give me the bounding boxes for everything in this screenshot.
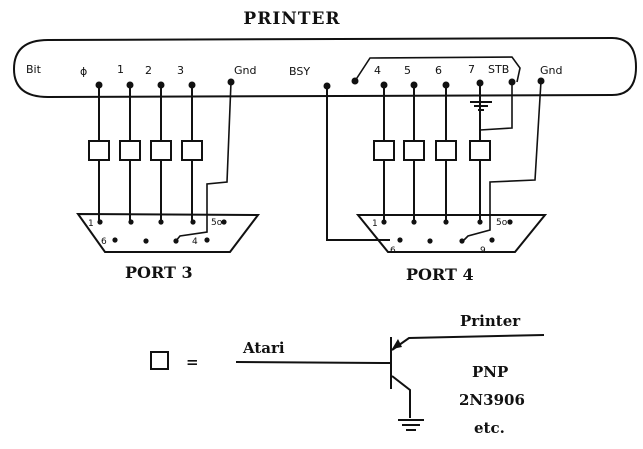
pin-label-4: 4 bbox=[374, 64, 381, 77]
port4-label: PORT 4 bbox=[406, 265, 474, 284]
printer-connector-body bbox=[12, 36, 638, 99]
port3-pin-4: 4 bbox=[192, 237, 198, 247]
legend-equals: = bbox=[186, 353, 199, 371]
pin-label-6: 6 bbox=[435, 64, 442, 77]
legend-atari-label: Atari bbox=[242, 339, 285, 357]
printer-pin-dots bbox=[95, 77, 545, 90]
pnp-transistor-symbol bbox=[390, 334, 545, 431]
port4-pin-9: 9 bbox=[480, 246, 486, 256]
pin-label-stb: STB bbox=[488, 63, 509, 76]
port4-pin-5: 5o bbox=[496, 218, 508, 228]
pin-label-gnd-right: Gnd bbox=[540, 64, 562, 77]
port4-connector bbox=[355, 214, 548, 253]
port3-connector-pins bbox=[97, 219, 227, 244]
bit-label: Bit bbox=[26, 63, 42, 76]
pin-label-2: 2 bbox=[145, 64, 152, 77]
pin-label-phi: ϕ bbox=[80, 65, 87, 78]
port3-pin-1: 1 bbox=[88, 219, 94, 229]
port3-pin-6: 6 bbox=[101, 237, 107, 247]
legend-printer-label: Printer bbox=[460, 312, 521, 330]
port4-pin-6: 6 bbox=[390, 246, 396, 256]
ground-symbol-pin7 bbox=[470, 85, 492, 111]
port3-transistor-boxes bbox=[88, 140, 203, 161]
pin-label-3: 3 bbox=[177, 64, 184, 77]
legend-atari-wire bbox=[235, 361, 391, 364]
port4-connector-pins bbox=[381, 219, 513, 244]
legend-pnp-label: PNP bbox=[472, 363, 508, 381]
printer-title: PRINTER bbox=[243, 9, 340, 29]
pin-label-1: 1 bbox=[117, 63, 124, 76]
port3-pin-5: 5o bbox=[211, 218, 223, 228]
port3-connector bbox=[76, 212, 261, 253]
port4-transistor-boxes bbox=[373, 140, 491, 161]
pin-label-5: 5 bbox=[404, 64, 411, 77]
port3-label: PORT 3 bbox=[125, 263, 193, 282]
legend-part-label: 2N3906 bbox=[459, 391, 525, 409]
port4-pin-1: 1 bbox=[372, 219, 378, 229]
pin-label-7: 7 bbox=[468, 63, 475, 76]
legend-etc-label: etc. bbox=[474, 419, 505, 437]
pin-label-bsy: BSY bbox=[289, 65, 310, 78]
pin-label-gnd-left: Gnd bbox=[234, 64, 256, 77]
legend-box-symbol bbox=[150, 351, 169, 370]
